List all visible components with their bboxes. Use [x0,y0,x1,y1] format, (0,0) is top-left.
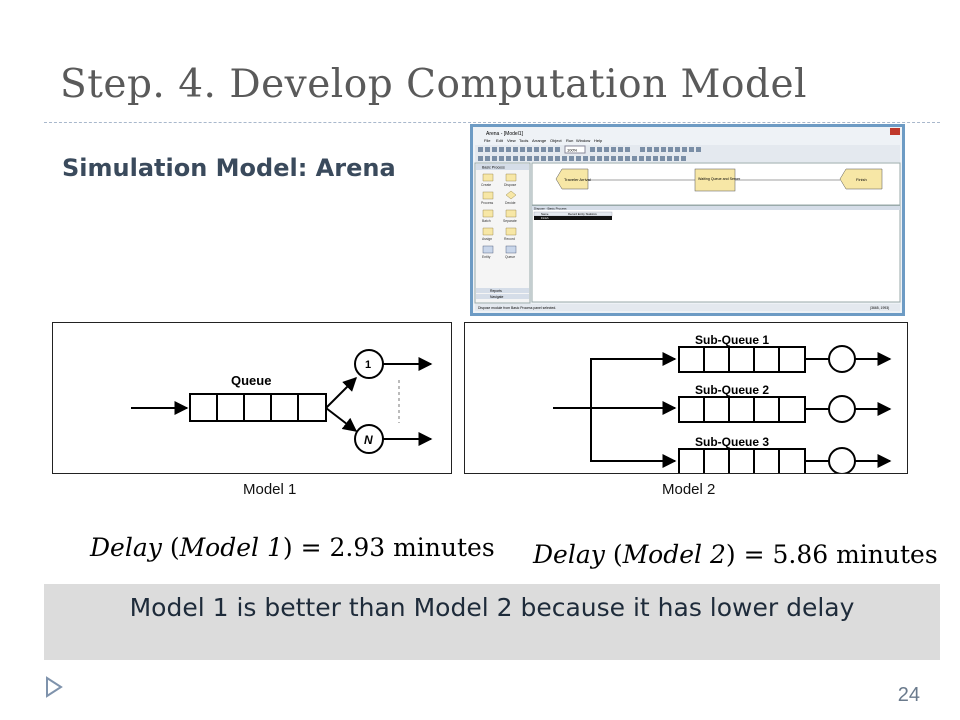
assign-module-icon [482,227,494,236]
slide-bullet-icon [46,676,63,698]
slide-title: Step. 4. Develop Computation Model [60,62,807,107]
sheet-col-name: Name [541,212,549,216]
batch-module-icon [482,209,494,218]
model2-diagram: Sub-Queue 1 Sub-Queue 2 Sub-Queue 3 [464,322,908,475]
record-module-icon [505,227,517,236]
arena-toolbar[interactable]: 100% [475,145,900,162]
model1-diagram: Queue 1 N [52,322,452,474]
sheet-col-record: Record Entity Statistics [568,212,597,216]
module-assign: Assign [482,237,492,241]
flow-process-module [694,168,736,192]
zoom-box: 100% [567,148,578,153]
flow-process-label: Waiting Queue and Server [698,177,741,181]
process-module-icon [482,191,494,200]
arena-screenshot: Arena - [Model1] File Edit View Tools Ar… [470,124,905,316]
window-close-icon[interactable] [890,128,900,135]
flow-create-label: Traveler Arrival [564,177,591,182]
subqueue-2-buffer [678,396,806,423]
queue-buffer [189,393,327,422]
module-entity: Entity [482,255,491,259]
dispose-module-icon [505,173,517,182]
flow-dispose-module [839,168,883,190]
menu-item-arrange: Arrange [532,138,547,143]
module-batch: Batch [482,219,491,223]
status-coords: (3665, 1993) [870,306,889,310]
module-separate: Separate [503,219,517,223]
eq2-arg: Model 2 [622,540,726,569]
subqueue-2-server [828,395,856,423]
queue-label: Queue [231,373,271,388]
panel-navigate: Navigate [490,295,503,299]
eq1-arg: Model 1 [179,533,283,562]
subqueue-3-buffer [678,448,806,475]
panel-header: Basic Process [482,166,505,170]
menu-item-object: Object [550,138,562,143]
model1-caption: Model 1 [243,481,297,498]
flow-dispose-label: Finish [856,177,867,182]
arena-window-title: Arena - [Model1] [486,131,524,137]
menu-item-window: Window [576,138,590,143]
subqueue-1-buffer [678,346,806,373]
server-1-label: 1 [365,359,371,371]
module-create: Create [481,183,491,187]
separate-module-icon [505,209,517,218]
menu-item-view: View [507,138,516,143]
panel-reports: Reports [490,289,502,293]
page-number: 24 [897,684,920,706]
menu-item-run: Run [566,138,573,143]
eq2-rhs: = 5.86 minutes [743,540,938,569]
menu-item-edit: Edit [496,138,504,143]
delay-equation-model2: Delay (Model 2) = 5.86 minutes [533,540,938,569]
sheet-row-name: Finish [541,216,549,220]
slide-subtitle: Simulation Model: Arena [62,154,396,182]
sheet-row[interactable] [534,216,612,220]
conclusion-box: Model 1 is better than Model 2 because i… [44,584,940,660]
model2-caption: Model 2 [662,481,716,498]
entity-module-icon [482,245,494,254]
menu-item-help: Help [594,138,603,143]
decide-module-icon [505,190,517,200]
subqueue-1-label: Sub-Queue 1 [695,333,769,347]
eq2-lhs: Delay [533,540,605,569]
subqueue-3-label: Sub-Queue 3 [695,435,769,449]
eq1-rhs: = 2.93 minutes [300,533,495,562]
flow-create-module [555,168,589,190]
server-n-label: N [364,433,373,447]
menu-item-file: File [484,138,491,143]
queue-module-icon [505,245,517,254]
delay-equation-model1: Delay (Model 1) = 2.93 minutes [90,533,495,562]
create-module-icon [482,173,494,182]
arena-menu-bar[interactable]: File Edit View Tools Arrange Object Run … [484,138,603,143]
conclusion-text: Model 1 is better than Model 2 because i… [129,593,855,622]
status-text: Dispose module from Basic Process panel … [478,306,556,310]
module-dispose: Dispose [504,183,516,187]
title-divider [44,122,940,123]
eq1-lhs: Delay [90,533,162,562]
module-queue: Queue [505,255,515,259]
module-record: Record [504,237,515,241]
subqueue-3-server [828,447,856,475]
module-palette[interactable]: Create Dispose Process Decide Batch Sepa… [481,173,517,259]
subqueue-2-label: Sub-Queue 2 [695,383,769,397]
module-process: Process [481,201,494,205]
module-decide: Decide [505,201,516,205]
subqueue-1-server [828,345,856,373]
sheet-title: Dispose - Basic Process [534,207,567,211]
menu-item-tools: Tools [519,138,528,143]
